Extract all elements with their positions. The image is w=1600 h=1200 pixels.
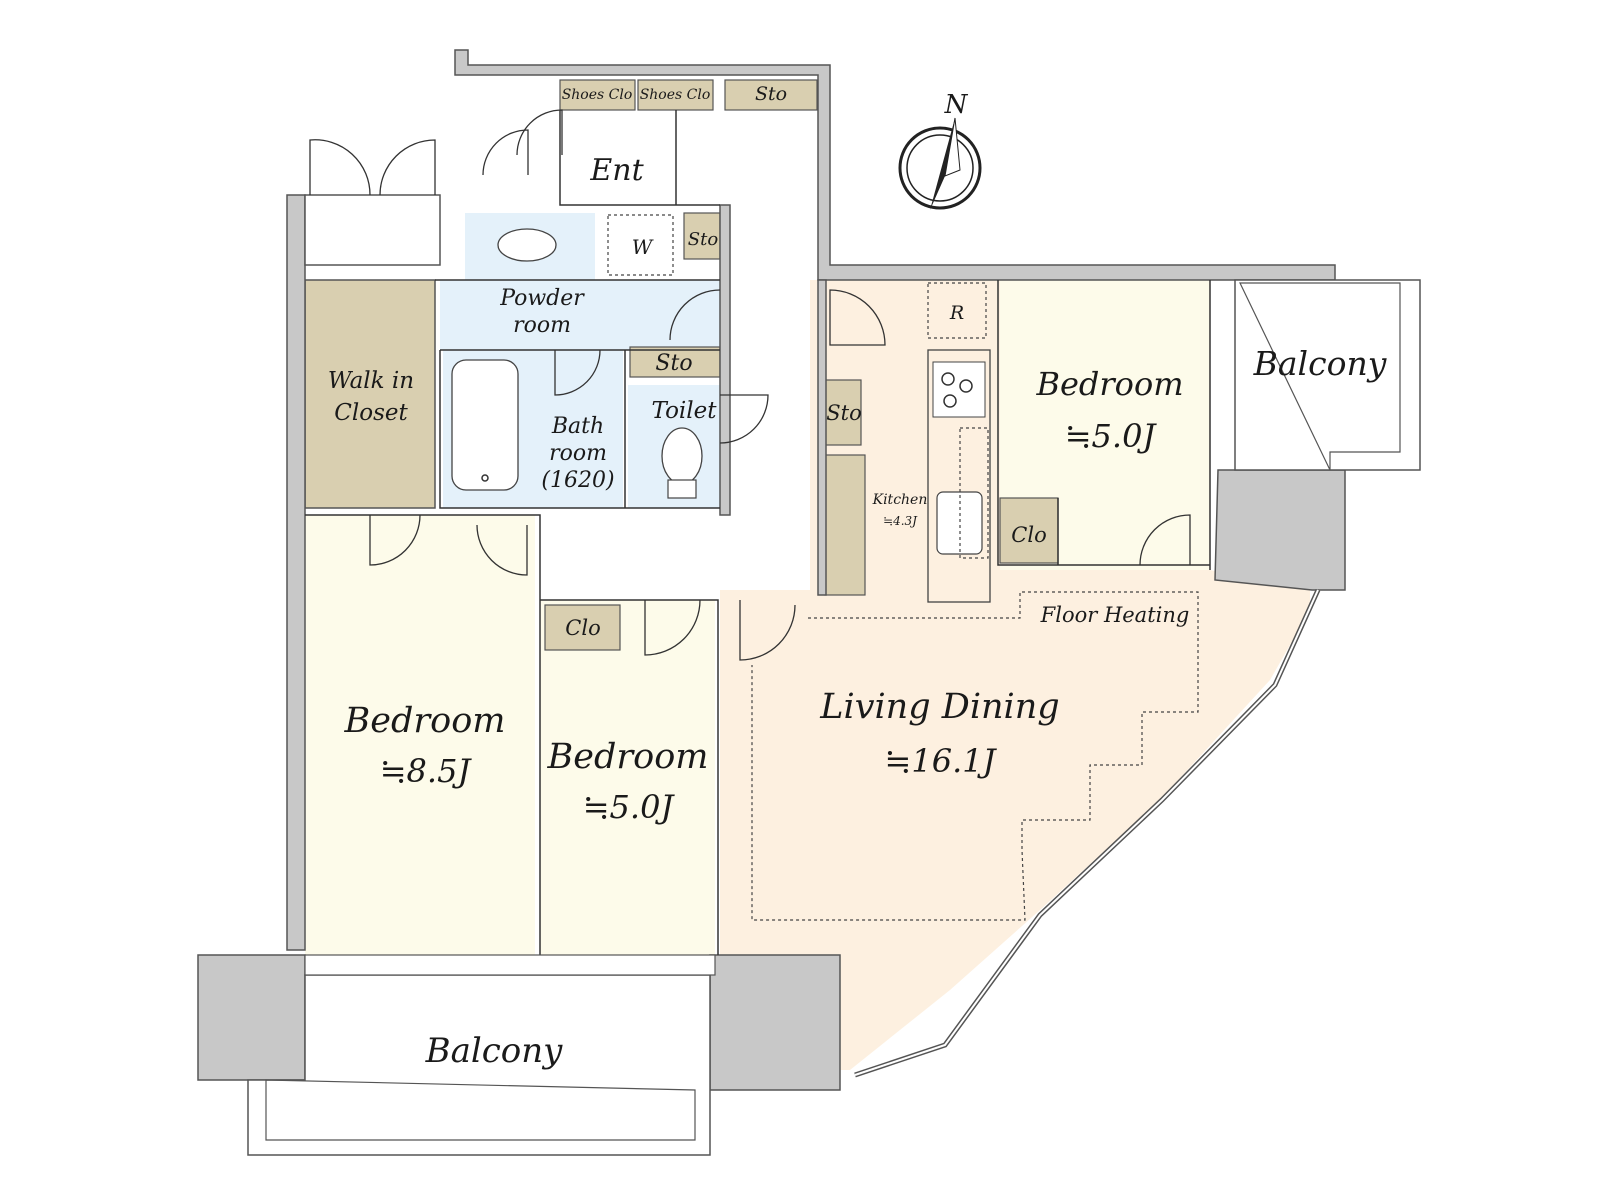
toilet-label: Toilet: [652, 398, 718, 424]
burner-icon: [959, 379, 973, 393]
closet-ne-label: Clo: [1011, 523, 1046, 547]
bedroom-ne-size: ≒5.0J: [1065, 417, 1158, 455]
walk-in-closet-area[interactable]: [304, 279, 436, 509]
powder-room-label-2: room: [513, 313, 571, 338]
toilet-icon: [661, 427, 703, 485]
refrigerator-space: [927, 282, 987, 339]
balcony-railing: [265, 1079, 696, 1141]
living-dining-size: ≒16.1J: [885, 742, 998, 780]
shoes-closet-1-label: Shoes Clo: [562, 87, 633, 103]
refrigerator-label: R: [949, 302, 964, 324]
storage-powder-box: [629, 346, 721, 378]
wall-west: [286, 194, 306, 951]
wall-bath-east: [719, 204, 731, 516]
north-arrow-icon: [930, 118, 955, 210]
powder-room-label-1: Powder: [499, 286, 585, 311]
closet-mid-box: [544, 604, 621, 651]
wall-line: [305, 514, 541, 955]
bedroom-s-area[interactable]: [540, 600, 715, 955]
door-swing: [309, 139, 371, 196]
burner-icon: [943, 394, 957, 408]
kitchen-label: Kitchen: [872, 492, 928, 508]
door-swing: [719, 394, 769, 444]
toilet-tank-icon: [667, 479, 697, 499]
bedroom-sw-label: Bedroom: [344, 701, 506, 741]
wall-hall: [817, 279, 827, 596]
wall-s-corner: [709, 954, 841, 1091]
bedroom-s-size: ≒5.0J: [583, 788, 676, 826]
washer-space: [607, 214, 674, 276]
door-swing: [669, 289, 721, 341]
walk-in-closet-label-1: Walk in: [328, 368, 414, 394]
burner-icon: [941, 372, 955, 386]
compass: N: [898, 90, 982, 210]
storage-kitchen-box: [824, 379, 862, 446]
storage-small-label: Sto: [688, 229, 719, 250]
storage-small-box: [683, 212, 721, 260]
door-swing: [369, 514, 421, 566]
washer-label: W: [632, 235, 654, 259]
door-swing: [516, 109, 563, 156]
floor-heating-outline: [751, 591, 1199, 921]
bathtub: [451, 359, 519, 491]
door-swing: [829, 289, 886, 346]
entrance-label: Ent: [589, 153, 644, 188]
balcony-south-label: Balcony: [425, 1031, 564, 1071]
shoes-closet-1-box: [559, 79, 636, 111]
walk-in-closet-label-2: Closet: [334, 400, 408, 426]
stove: [932, 361, 986, 418]
bedroom-sw-size: ≒8.5J: [380, 752, 473, 790]
shoes-closet-2-box: [637, 79, 714, 111]
closet-mid-label: Clo: [565, 616, 600, 640]
kitchen-dash-box: [959, 427, 989, 559]
storage-entry-label: Sto: [755, 83, 787, 105]
floor-heating-label: Floor Heating: [1040, 603, 1190, 627]
door-swing: [644, 599, 701, 656]
door-swing: [476, 524, 528, 576]
powder-room-area[interactable]: [440, 280, 720, 350]
door-swing: [739, 600, 796, 661]
balcony-east-outline[interactable]: [1234, 279, 1421, 471]
door-swing: [1139, 514, 1191, 566]
balcony-railing: [1239, 282, 1401, 471]
south-window: [304, 954, 716, 976]
kitchen-size: ≒4.3J: [883, 514, 918, 528]
wall-line: [997, 280, 1210, 566]
compass-label: N: [944, 90, 969, 120]
storage-entry-box: [724, 79, 818, 111]
bedroom-sw-area[interactable]: [305, 515, 535, 955]
wall-line: [559, 110, 720, 206]
wall-east-corner: [1214, 469, 1346, 591]
bedroom-ne-label: Bedroom: [1035, 365, 1183, 403]
entry-door[interactable]: [482, 129, 529, 176]
kitchen-cabinet: [824, 454, 866, 596]
bath-room-label-1: Bath: [551, 414, 604, 439]
bath-room-label-2: room: [549, 441, 607, 466]
balcony-east-label: Balcony: [1253, 344, 1387, 383]
wall-line: [439, 350, 720, 509]
wall-sw-corner: [197, 954, 306, 1081]
door-swing: [554, 349, 601, 396]
wall-line: [540, 599, 719, 955]
closet-ne-box: [999, 497, 1059, 564]
drain-icon: [481, 474, 489, 482]
storage-powder-label: Sto: [655, 351, 692, 376]
nw-balcony-box: [304, 194, 441, 266]
wall-north-entry: [454, 49, 1336, 281]
door-swing: [379, 139, 436, 196]
bath-room-label-3: (1620): [541, 468, 614, 493]
bedroom-s-label: Bedroom: [547, 737, 709, 777]
washbasin-icon: [497, 228, 557, 262]
storage-kitchen-label: Sto: [826, 401, 861, 425]
living-dining-label: Living Dining: [819, 687, 1059, 727]
shoes-closet-2-label: Shoes Clo: [640, 87, 711, 103]
